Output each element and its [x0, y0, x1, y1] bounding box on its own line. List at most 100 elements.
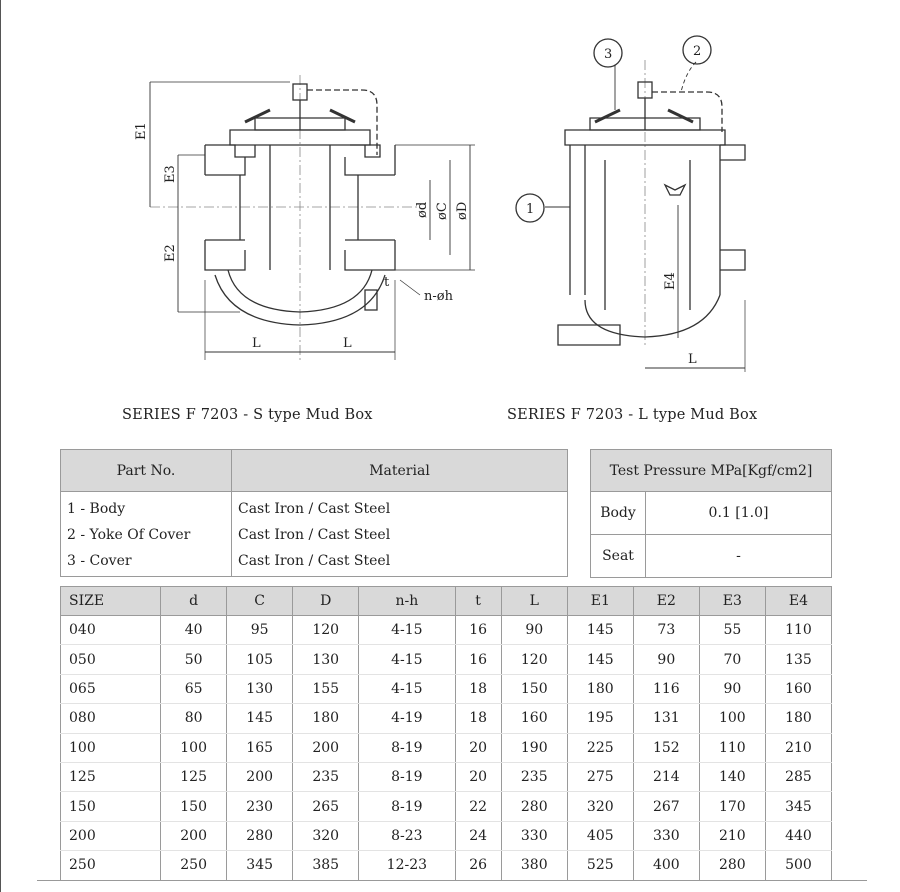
s-type-labels: E1 E3 E2 ød øC øD t n-øh L L	[134, 122, 470, 351]
table-cell: 131	[632, 703, 700, 734]
table-cell: 330	[500, 821, 568, 852]
table-cell: 330	[632, 821, 700, 852]
callout-1: 1	[526, 202, 534, 217]
table-cell: 500	[764, 850, 833, 881]
table-cell: 20	[454, 733, 502, 763]
table-cell: 4-15	[358, 615, 456, 646]
table-cell: 200	[59, 821, 162, 852]
technical-drawings: E1 E3 E2 ød øC øD t n-øh L L 1 3	[134, 35, 746, 372]
dim-label-t: t	[384, 275, 390, 290]
table-cell: 235	[292, 762, 360, 793]
pressure-value: -	[645, 534, 832, 578]
table-cell: 320	[566, 791, 634, 822]
table-cell: 150	[160, 791, 228, 822]
header-material: Material	[231, 449, 568, 492]
table-cell: 95	[226, 615, 294, 646]
column-header: t	[454, 586, 502, 616]
callout-3: 3	[604, 47, 612, 62]
table-cell: 110	[698, 733, 766, 763]
table-cell: 230	[226, 791, 294, 822]
material-cell: Cast Iron / Cast Steel	[231, 548, 568, 577]
column-header: n-h	[358, 586, 456, 616]
table-cell: 065	[59, 674, 162, 705]
table-cell: 180	[292, 703, 360, 734]
table-cell: 180	[566, 674, 634, 705]
table-cell: 250	[160, 850, 228, 881]
pressure-label: Body	[590, 491, 646, 535]
table-cell: 525	[566, 850, 634, 881]
page-left-border	[0, 0, 1, 892]
table-cell: 4-15	[358, 674, 456, 705]
table-cell: 267	[632, 791, 700, 822]
column-header: E2	[632, 586, 700, 616]
table-cell: 155	[292, 674, 360, 705]
column-header: D	[292, 586, 360, 616]
table-cell: 18	[454, 703, 502, 734]
table-cell: 16	[454, 615, 502, 646]
dim-label-l: L	[688, 352, 697, 367]
table-cell: 50	[160, 644, 228, 675]
table-cell: 152	[632, 733, 700, 763]
l-type-caption: SERIES F 7203 - L type Mud Box	[507, 407, 758, 423]
table-cell: 145	[566, 615, 634, 646]
table-cell: 105	[226, 644, 294, 675]
table-cell: 080	[59, 703, 162, 734]
table-cell: 125	[160, 762, 228, 793]
dim-label-e3: E3	[163, 165, 178, 183]
table-row: 3 - Cover Cast Iron / Cast Steel	[60, 548, 568, 577]
table-cell: 170	[698, 791, 766, 822]
table-cell: 440	[764, 821, 833, 852]
table-cell: 110	[764, 615, 833, 646]
table-cell: 8-23	[358, 821, 456, 852]
part-cell: 3 - Cover	[60, 548, 232, 577]
table-cell: 22	[454, 791, 502, 822]
table-cell: 265	[292, 791, 360, 822]
table-cell: 280	[500, 791, 568, 822]
table-cell: 285	[764, 762, 833, 793]
column-header: d	[160, 586, 228, 616]
table-cell: 200	[292, 733, 360, 763]
table-cell: 145	[226, 703, 294, 734]
table-cell: 8-19	[358, 762, 456, 793]
material-cell: Cast Iron / Cast Steel	[231, 491, 568, 522]
table-cell: 280	[226, 821, 294, 852]
table-cell: 8-19	[358, 791, 456, 822]
table-cell: 130	[292, 644, 360, 675]
table-cell: 80	[160, 703, 228, 734]
table-cell: 190	[500, 733, 568, 763]
table-cell: 100	[160, 733, 228, 763]
table-cell: 70	[698, 644, 766, 675]
column-header: C	[226, 586, 294, 616]
table-cell: 24	[454, 821, 502, 852]
table-cell: 345	[764, 791, 833, 822]
table-cell: 345	[226, 850, 294, 881]
table-cell: 55	[698, 615, 766, 646]
table-cell: 120	[500, 644, 568, 675]
table-cell: 210	[764, 733, 833, 763]
table-cell: 160	[500, 703, 568, 734]
table-cell: 400	[632, 850, 700, 881]
table-cell: 116	[632, 674, 700, 705]
pressure-label: Seat	[590, 534, 646, 578]
table-cell: 90	[500, 615, 568, 646]
l-type-drawing	[515, 35, 746, 372]
table-cell: 160	[764, 674, 833, 705]
column-header: E1	[566, 586, 634, 616]
table-cell: 100	[59, 733, 162, 763]
table-cell: 165	[226, 733, 294, 763]
table-row: 1 - Body Cast Iron / Cast Steel	[60, 491, 568, 522]
callout-2: 2	[693, 44, 701, 59]
table-cell: 145	[566, 644, 634, 675]
table-cell: 200	[160, 821, 228, 852]
pressure-value: 0.1 [1.0]	[645, 491, 832, 535]
s-type-drawing	[149, 75, 475, 360]
table-cell: 380	[500, 850, 568, 881]
